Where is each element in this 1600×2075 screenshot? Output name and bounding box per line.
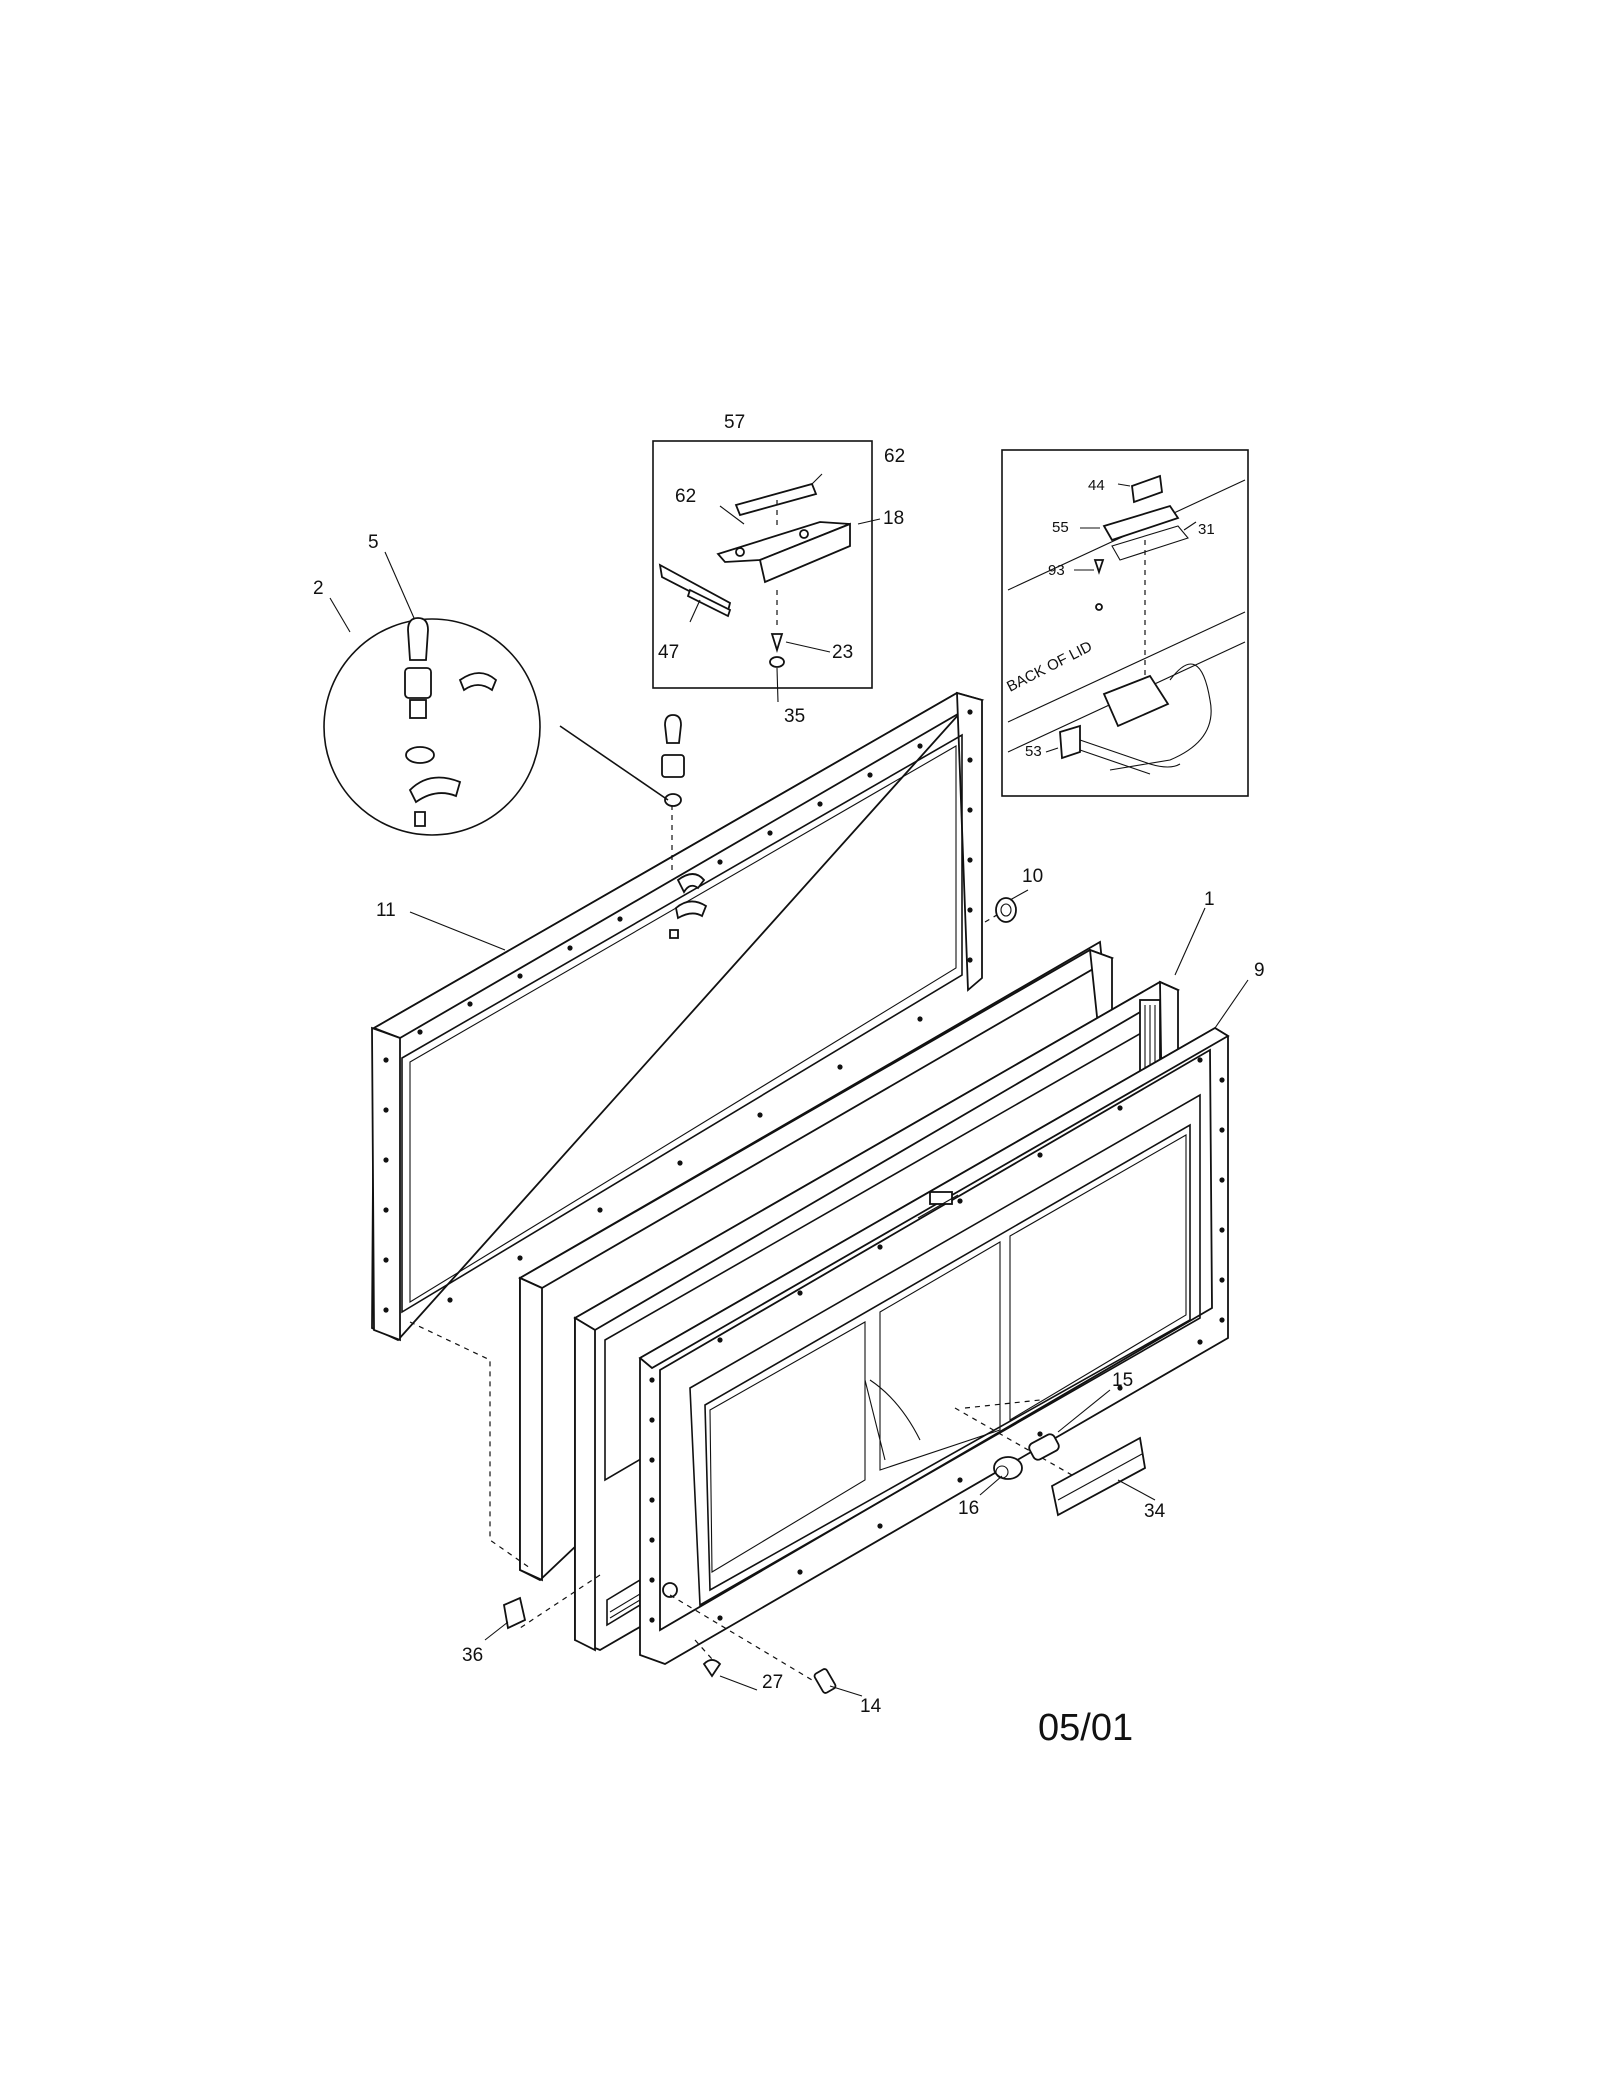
callout-labels: 1 2 5 9 10 11 14 15 16 18 23 27 31 34 35…	[313, 412, 1265, 1717]
callout-47: 47	[658, 642, 679, 663]
callout-44: 44	[1088, 477, 1105, 494]
leader-lines	[329, 551, 1249, 1697]
lock-detail-circle	[323, 617, 669, 836]
part-10-bumper	[995, 897, 1017, 923]
callout-9: 9	[1254, 960, 1265, 981]
callout-2: 2	[313, 578, 324, 599]
callout-62b: 62	[884, 446, 905, 467]
part-16-bumper	[993, 1456, 1023, 1480]
door-liner	[638, 1026, 1230, 1665]
part-14-fastener	[813, 1668, 837, 1694]
lid-gasket	[371, 691, 985, 1342]
callout-15: 15	[1112, 1370, 1133, 1391]
callout-57: 57	[724, 412, 745, 433]
callout-11: 11	[376, 900, 396, 921]
date-code: 05/01	[1038, 1707, 1133, 1749]
callout-55: 55	[1052, 519, 1069, 536]
callout-14: 14	[860, 1696, 882, 1717]
liner-screw-holes	[649, 1057, 1225, 1623]
callout-5: 5	[368, 532, 379, 553]
callout-34: 34	[1144, 1501, 1166, 1522]
callout-35: 35	[784, 706, 805, 727]
hinge-inset-box	[652, 440, 881, 703]
light-inset-box	[1001, 449, 1249, 797]
callout-23: 23	[832, 642, 853, 663]
part-34-handle	[1050, 1436, 1146, 1517]
part-27-screw	[702, 1659, 722, 1678]
callout-36: 36	[462, 1645, 483, 1666]
part-36-hinge-cover	[502, 1596, 527, 1630]
part-15-switch	[1028, 1433, 1060, 1461]
callout-27: 27	[762, 1672, 783, 1693]
callout-62a: 62	[675, 486, 696, 507]
callout-53: 53	[1025, 743, 1042, 760]
gasket-screw-holes	[383, 709, 973, 1313]
callout-93: 93	[1048, 562, 1065, 579]
callout-31: 31	[1198, 521, 1215, 538]
callout-18: 18	[883, 508, 904, 529]
back-of-lid-label: BACK OF LID	[1004, 638, 1095, 696]
lock-assembly	[661, 714, 708, 939]
callout-16: 16	[958, 1498, 979, 1519]
callout-1: 1	[1204, 889, 1215, 910]
callout-10: 10	[1022, 866, 1043, 887]
